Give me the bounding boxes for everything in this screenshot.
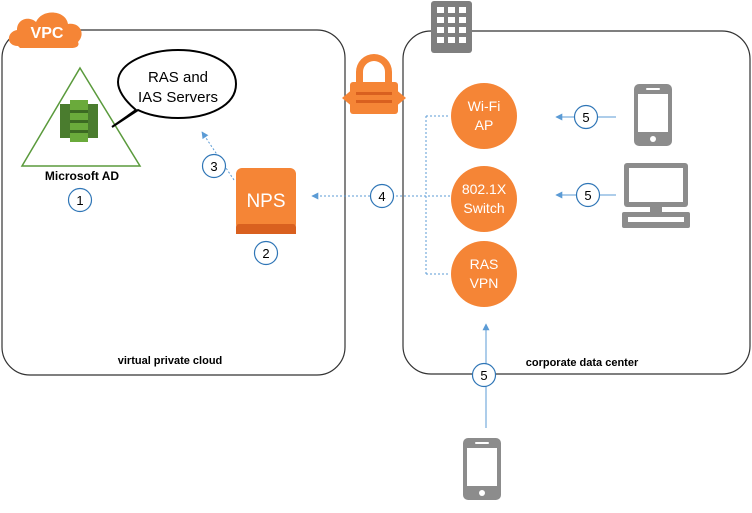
microsoft-ad-label: Microsoft AD [45,169,120,183]
ras-vpn-label-line2: VPN [470,275,499,291]
nps-label: NPS [246,191,285,212]
step-circle-vpn-client: 5 [471,362,497,388]
step-label-ad: 1 [76,193,83,208]
wifi-ap-label-line2: AP [475,117,494,133]
data-center-region-label: corporate data center [526,357,639,369]
nps-node: NPS [236,168,296,234]
step-label-nps: 2 [262,246,269,261]
step-circle-switch-client: 5 [575,182,601,208]
switch-label-line2: Switch [463,200,504,216]
step-circle-dc-to-nps: 4 [369,183,395,209]
ras-vpn-node: RAS VPN [451,241,517,307]
step-label-vpn-client: 5 [480,368,487,383]
step-circle-nps-to-ad: 3 [201,153,227,179]
switch-8021x-node: 802.1X Switch [451,166,517,232]
vpn-lock-icon [342,54,406,114]
phone-icon-wifi [634,84,672,146]
step-label-dc-to-nps: 4 [378,189,385,204]
step-circle-nps: 2 [253,240,279,266]
step-label-switch-client: 5 [584,188,591,203]
switch-label-line1: 802.1X [462,181,507,197]
building-icon [431,1,472,53]
step-circle-ad: 1 [67,187,93,213]
vpc-region-label: virtual private cloud [118,355,223,367]
speech-bubble-line1: RAS and [148,69,208,86]
wifi-ap-node: Wi-Fi AP [451,83,517,149]
vpc-badge: VPC [31,25,64,42]
speech-bubble: RAS and IAS Servers [111,48,238,128]
speech-bubble-line2: IAS Servers [138,89,218,106]
dc-bracket-connector [425,115,450,275]
phone-icon-vpn [463,438,501,500]
step-label-wifi-client: 5 [582,110,589,125]
vpc-cloud-icon: VPC [8,12,82,48]
wifi-ap-label-line1: Wi-Fi [468,98,501,114]
microsoft-ad-icon: Microsoft AD [20,66,142,183]
step-label-nps-to-ad: 3 [210,159,217,174]
ras-vpn-label-line1: RAS [470,256,499,272]
step-circle-wifi-client: 5 [573,104,599,130]
desktop-computer-icon [622,163,690,228]
